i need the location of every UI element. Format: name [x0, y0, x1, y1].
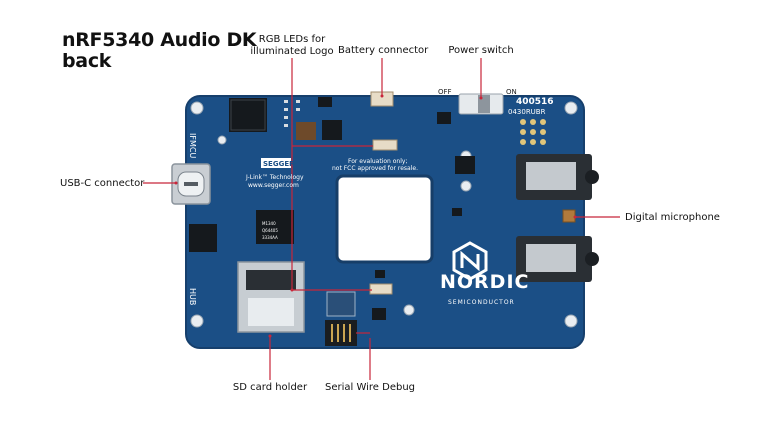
hub-label: HUB: [188, 288, 197, 306]
callout-digital-microphone: Digital microphone: [625, 212, 720, 223]
segger-url: www.segger.com: [248, 182, 299, 189]
jlink-text: J-Link™ Technology: [246, 174, 304, 181]
eval-note-2: not FCC approved for resale.: [332, 165, 418, 172]
mcu-chip-top: [229, 98, 267, 132]
center-cutout: [335, 174, 434, 264]
debug-chip: [256, 210, 294, 244]
inductor: [296, 122, 316, 140]
hub-chip: [189, 224, 217, 252]
segger-logo-box: [261, 158, 291, 168]
callout-serial-wire-debug: Serial Wire Debug: [324, 382, 416, 393]
callout-power-switch: Power switch: [448, 45, 514, 56]
callout-rgb-leds: RGB LEDs for illuminated Logo: [250, 34, 334, 57]
segger-logo: SEGGER: [263, 160, 295, 168]
ifmcu-label: IFMCU: [188, 133, 197, 159]
semiconductor-wordmark: SEMICONDUCTOR: [448, 299, 515, 306]
svg-text:Q64405: Q64405: [262, 228, 278, 233]
callout-sd-card-holder: SD card holder: [232, 382, 308, 393]
swd-header: [325, 320, 357, 346]
svg-text:3334AA: 3334AA: [262, 235, 278, 240]
board-rev: 0430RUBR: [508, 108, 546, 116]
nordic-logo: [452, 241, 488, 281]
digital-microphone: [562, 209, 576, 223]
test-pads: [520, 119, 546, 145]
small-chip: [322, 120, 342, 140]
diagram-title: nRF5340 Audio DK back: [62, 29, 257, 72]
board-id: 400516: [516, 97, 554, 107]
eval-note-1: For evaluation only;: [348, 158, 408, 165]
svg-text:M1340: M1340: [262, 221, 276, 226]
title-line-2: back: [62, 50, 112, 72]
nordic-wordmark: NORDIC: [440, 271, 530, 293]
callout-battery-connector: Battery connector: [338, 45, 429, 56]
callout-lines: [143, 58, 620, 380]
rgb-led-pads: [284, 100, 300, 127]
switch-on-label: ON: [506, 88, 517, 96]
title-line-1: nRF5340 Audio DK: [62, 29, 257, 51]
switch-off-label: OFF: [438, 88, 452, 96]
callout-usb-c: USB-C connector: [60, 178, 145, 189]
